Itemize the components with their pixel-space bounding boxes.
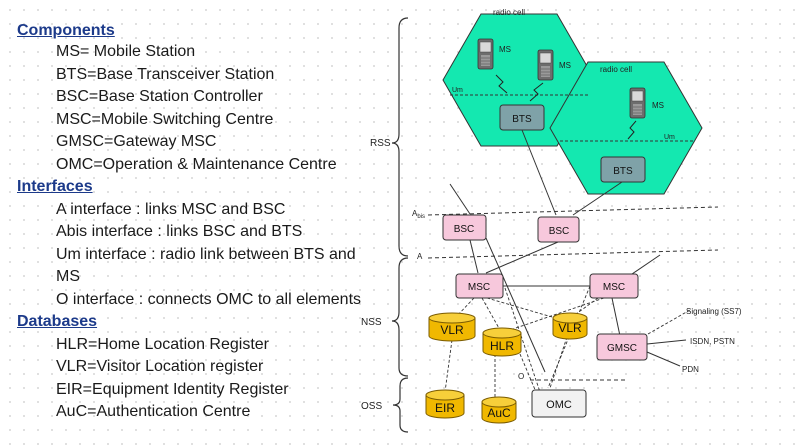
nss-brace (391, 257, 409, 377)
ms-label-1: MS (499, 45, 511, 54)
bts-2-label: BTS (613, 166, 633, 177)
database-vlr: VLR=Visitor Location register (56, 358, 264, 375)
mobile-station-2-icon (537, 49, 554, 81)
o-interface-label: O (518, 372, 524, 381)
bsc-1-label: BSC (454, 224, 475, 235)
component-ms: MS= Mobile Station (56, 43, 196, 60)
a-interface-label: A (417, 252, 423, 261)
ms-label-2: MS (559, 61, 571, 70)
auc-label: AuC (487, 406, 511, 420)
legend-panel: Components MS= Mobile Station BTS=Base T… (0, 0, 390, 447)
um-label-2: Um (664, 134, 675, 141)
bsc-2-label: BSC (549, 226, 570, 237)
um-label-1: Um (452, 87, 463, 94)
databases-heading: Databases (17, 313, 98, 330)
omc-label: OMC (546, 399, 572, 411)
radio-cell-1-label: radio cell (493, 8, 525, 17)
database-eir: EIR=Equipment Identity Register (56, 381, 289, 398)
interface-a: A interface : links MSC and BSC (56, 201, 286, 218)
radio-link-1 (495, 74, 508, 94)
components-heading: Components (17, 22, 115, 39)
component-gmsc: GMSC=Gateway MSC (56, 133, 217, 150)
auc-database-icon (481, 396, 517, 424)
component-omc: OMC=Operation & Maintenance Centre (56, 156, 337, 173)
database-auc: AuC=Authentication Centre (56, 403, 251, 420)
nss-label: NSS (361, 317, 382, 328)
hlr-label: HLR (490, 339, 514, 353)
radio-link-2 (529, 82, 544, 102)
gmsc (596, 333, 648, 361)
bts-2 (600, 156, 646, 183)
vlr-1-database-icon (428, 312, 476, 342)
radio-cell-2-label: radio cell (600, 65, 632, 74)
rss-brace (391, 17, 409, 257)
isdn-pstn-label: ISDN, PSTN (690, 337, 735, 346)
vlr-2-label: VLR (558, 321, 582, 335)
eir-database-icon (425, 389, 465, 419)
msc-1 (455, 273, 504, 299)
interface-abis: Abis interface : links BSC and BTS (56, 223, 303, 240)
bsc-1 (442, 214, 487, 241)
interface-o: O interface : connects OMC to all elemen… (56, 291, 362, 308)
mobile-station-3-icon (629, 87, 646, 119)
abis-boundary-line (427, 206, 719, 216)
connection-lines (449, 129, 687, 373)
bsc-2 (537, 216, 580, 243)
oss-brace (392, 377, 409, 433)
eir-label: EIR (435, 401, 455, 415)
component-bsc: BSC=Base Station Controller (56, 88, 263, 105)
interface-um-continued: MS (56, 268, 80, 285)
abis-interface-label: Abis (412, 209, 425, 220)
ms-label-3: MS (652, 101, 664, 110)
radio-link-3 (627, 120, 637, 140)
mobile-station-1-icon (477, 38, 494, 70)
oss-label: OSS (361, 401, 382, 412)
msc-1-label: MSC (468, 282, 490, 293)
vlr-1-label: VLR (440, 323, 464, 337)
pdn-label: PDN (682, 365, 699, 374)
signaling-label: Signaling (SS7) (686, 307, 742, 316)
msc-2 (589, 273, 639, 299)
a-boundary-line (427, 249, 719, 259)
rss-label: RSS (370, 138, 391, 149)
msc-2-label: MSC (603, 282, 625, 293)
gmsc-label: GMSC (607, 343, 637, 354)
interface-um: Um interface : radio link between BTS an… (56, 246, 356, 263)
bts-1-label: BTS (512, 114, 532, 125)
interfaces-heading: Interfaces (17, 178, 93, 195)
hlr-database-icon (482, 327, 522, 357)
omc (531, 389, 587, 418)
component-msc: MSC=Mobile Switching Centre (56, 111, 274, 128)
vlr-2-database-icon (552, 312, 588, 340)
component-bts: BTS=Base Transceiver Station (56, 66, 275, 83)
database-hlr: HLR=Home Location Register (56, 336, 269, 353)
